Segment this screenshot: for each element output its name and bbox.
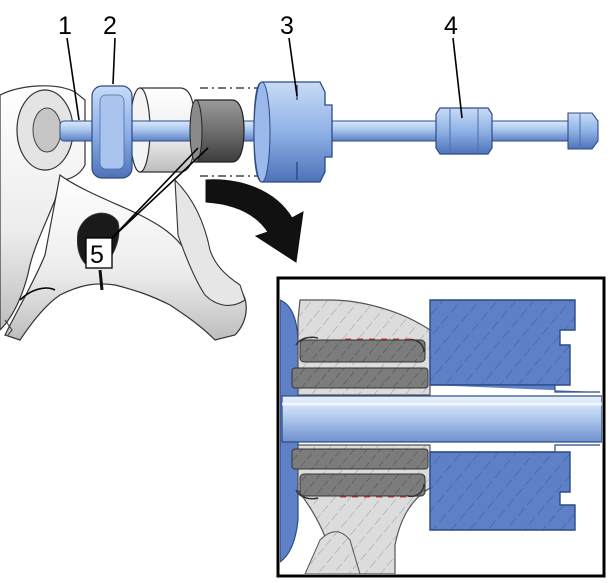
callout-box-5 xyxy=(85,237,113,269)
callout-label-1: 1 xyxy=(58,12,72,40)
part-4-nut xyxy=(435,107,493,155)
leader-line-4 xyxy=(452,37,463,119)
callout-group: 1 2 3 4 5 xyxy=(58,12,463,269)
part-5-bushing xyxy=(189,87,272,177)
control-arm xyxy=(0,85,247,341)
callout-label-5: 5 xyxy=(90,241,104,269)
callout-label-3: 3 xyxy=(280,12,294,40)
leader-line-3 xyxy=(288,37,298,97)
detail-arrow xyxy=(205,179,304,263)
callout-label-2: 2 xyxy=(103,12,117,40)
leader-line-5b xyxy=(111,147,209,239)
callout-label-4: 4 xyxy=(444,12,458,40)
leader-line-2 xyxy=(112,37,116,85)
part-3-receiver xyxy=(253,81,333,183)
section-detail-view xyxy=(276,276,606,578)
part-2-sleeve xyxy=(91,85,133,179)
leader-line-1 xyxy=(66,37,80,121)
